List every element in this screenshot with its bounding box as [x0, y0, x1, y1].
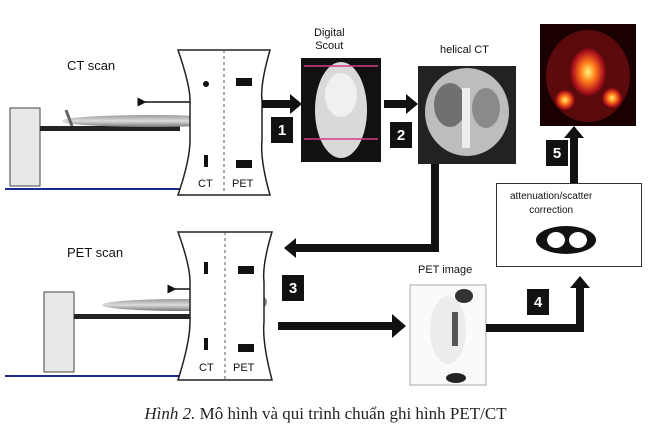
ct-table-arm	[40, 126, 180, 131]
pet-image-label: PET image	[418, 264, 473, 276]
arrow-ct-to-pet	[284, 164, 439, 258]
arrow-5	[564, 126, 584, 184]
pet-ct-diagram	[5, 24, 636, 386]
attenuation-label: attenuation/scatter correction	[510, 191, 593, 216]
ct-detector-dot	[203, 81, 209, 87]
ct-pet-detector-bottom	[236, 160, 252, 168]
step-1-badge: 1	[271, 117, 293, 143]
pet-table-base	[43, 291, 75, 373]
helical-ct-image	[418, 66, 516, 164]
ct-scan-label: CT scan	[67, 58, 116, 73]
arrow-2	[384, 94, 418, 114]
pet-scanner-setup	[5, 231, 274, 381]
step-3-badge: 3	[282, 275, 304, 301]
pet-detector-bar-top	[204, 262, 208, 274]
step-4-badge: 4	[527, 289, 549, 315]
pet-table-arm	[74, 314, 260, 319]
pet-pet-detector-bottom	[238, 344, 254, 352]
ct-gantry-ct-label: CT	[198, 178, 213, 190]
fused-pet-ct-image	[540, 24, 636, 126]
ct-scanner-setup	[5, 49, 271, 196]
caption-text: Mô hình và qui trình chuẩn ghi hình PET/…	[195, 404, 507, 423]
step-5-badge: 5	[546, 140, 568, 166]
attenuation-box	[496, 183, 642, 267]
pet-gantry-pet-label: PET	[233, 362, 255, 374]
pet-scan-label: PET scan	[67, 245, 124, 260]
ct-pet-detector-top	[236, 78, 252, 86]
pet-pet-detector-top	[238, 266, 254, 274]
step-2-badge: 2	[390, 122, 412, 148]
digital-scout-image	[301, 58, 381, 162]
pet-detector-bar-bottom	[204, 338, 208, 350]
helical-ct-label: helical CT	[440, 44, 489, 56]
attenuation-scan-image	[536, 226, 596, 254]
pet-image	[409, 284, 487, 386]
pet-gantry-ct-label: CT	[199, 362, 214, 374]
arrow-pet-to-image	[278, 314, 406, 338]
ct-detector-bar	[204, 155, 208, 167]
ct-table-base	[9, 107, 41, 187]
arrow-1	[262, 94, 302, 114]
caption-prefix: Hình 2.	[144, 404, 196, 423]
digital-scout-label: Digital Scout	[314, 27, 345, 52]
ct-patient-feet	[64, 109, 74, 127]
arrow-4	[486, 276, 590, 332]
figure-caption: Hình 2. Mô hình và qui trình chuẩn ghi h…	[0, 404, 651, 424]
ct-gantry-pet-label: PET	[232, 178, 254, 190]
